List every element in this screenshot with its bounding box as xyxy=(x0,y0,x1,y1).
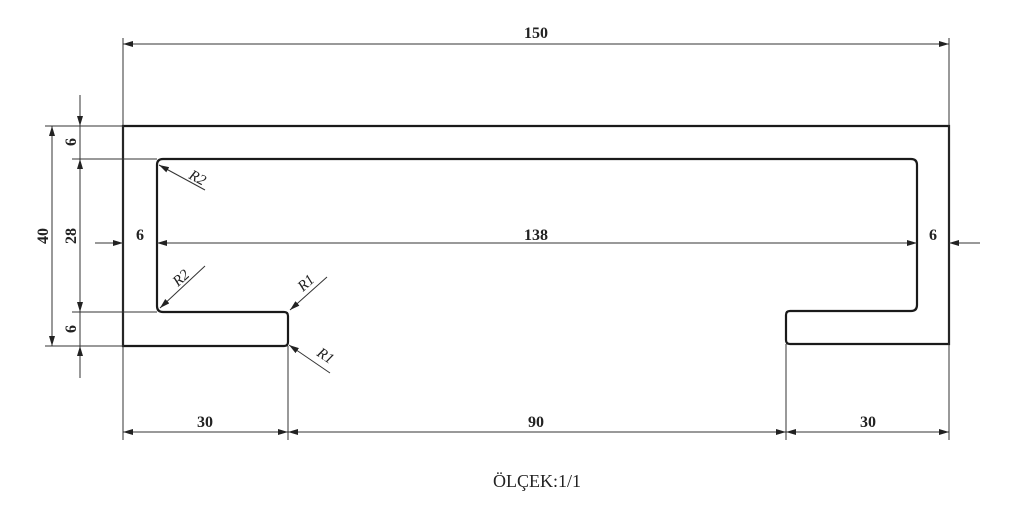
dim-gap: 90 xyxy=(528,414,544,431)
radius-leg-inner: R1 xyxy=(294,272,318,296)
radius-bottom-left-inner: R2 xyxy=(169,267,193,291)
dim-right-leg: 30 xyxy=(860,414,876,431)
extension-lines xyxy=(45,38,950,440)
scale-label: ÖLÇEK:1/1 xyxy=(493,471,581,491)
dim-left-leg: 30 xyxy=(197,414,213,431)
dim-left-wall: 6 xyxy=(136,227,144,244)
dim-overall-width: 150 xyxy=(524,25,548,42)
dim-bottom-wall: 6 xyxy=(63,325,80,333)
dim-inner-width: 138 xyxy=(524,227,548,244)
radius-top-left-inner: R2 xyxy=(185,167,209,190)
dim-right-wall: 6 xyxy=(929,227,937,244)
dimension-lines xyxy=(49,41,980,435)
dim-inner-height: 28 xyxy=(63,228,80,244)
dim-top-wall: 6 xyxy=(63,138,80,146)
part-outline xyxy=(121,124,951,348)
dim-overall-height: 40 xyxy=(35,228,52,244)
